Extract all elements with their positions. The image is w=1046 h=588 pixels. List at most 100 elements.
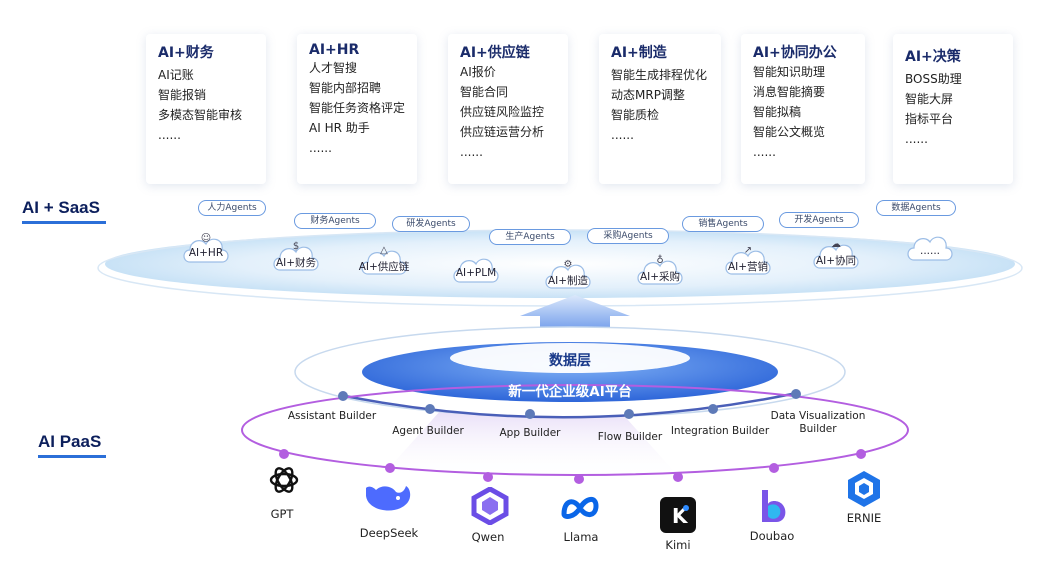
cloud-label: AI+PLM: [455, 267, 497, 279]
builder-dot: [708, 404, 718, 414]
cloud-glyph-icon: $: [292, 241, 300, 252]
cloud-hr: ☺ AI+HR: [180, 232, 232, 263]
paas-label: AI PaaS: [38, 432, 106, 458]
card-item: 智能合同: [460, 85, 509, 99]
platform-subtitle: 新一代企业级AI平台: [508, 384, 632, 400]
builder-agent: Agent Builder: [392, 425, 464, 437]
card-item: 智能任务资格评定: [309, 101, 406, 115]
card-item: AI报价: [460, 65, 496, 79]
card-item: 动态MRP调整: [611, 88, 685, 102]
card-title: AI+财务: [158, 45, 214, 61]
paas-underline: [38, 455, 106, 458]
card-title: AI+协同办公: [753, 45, 837, 61]
card-item: 多模态智能审核: [158, 108, 243, 122]
cloud-supply-chain: △ AI+供应链: [358, 244, 410, 275]
card-item: 智能质检: [611, 108, 660, 122]
cloud-collaboration: ☁ AI+协同: [810, 238, 862, 269]
card-item: 智能公文概览: [753, 125, 826, 139]
tag-hr-agents: 人力Agents: [198, 200, 266, 216]
cloud-label: AI+财务: [275, 257, 317, 269]
cloud-icon: [545, 264, 591, 289]
cloud-icon: [637, 260, 683, 285]
tag-production-agents: 生产Agents: [489, 229, 571, 245]
data-layer-title: 数据层: [549, 353, 591, 369]
builder-dot: [338, 391, 348, 401]
builder-flow: Flow Builder: [597, 431, 663, 443]
paas-label-text: AI PaaS: [38, 432, 102, 451]
saas-label-text: AI + SaaS: [22, 198, 100, 217]
model-doubao: Doubao: [749, 529, 795, 543]
card-decision: AI+决策 BOSS助理 智能大屏 指标平台 ......: [893, 34, 1013, 184]
cloud-glyph-icon: ↗: [743, 245, 753, 256]
deepseek-whale-icon: [366, 486, 411, 511]
model-qwen: Qwen: [471, 530, 505, 544]
tag-rd-agents: 研发Agents: [392, 216, 470, 232]
cloud-icon: [907, 236, 953, 261]
cloud-glyph-icon: ♁: [656, 255, 664, 266]
model-ernie: ERNIE: [846, 511, 882, 525]
model-deepseek: DeepSeek: [359, 526, 419, 540]
card-item: 指标平台: [905, 112, 954, 126]
cloud-label: ......: [919, 245, 941, 257]
cloud-icon: [813, 244, 859, 269]
cloud-finance: $ AI+财务: [270, 240, 322, 271]
kimi-logo-icon: K: [660, 497, 696, 533]
builder-dot: [624, 409, 634, 419]
card-title: AI+供应链: [460, 45, 530, 61]
card-item: 智能内部招聘: [309, 81, 382, 95]
cloud-plm: AI+PLM: [450, 252, 502, 283]
cloud-glyph-icon: △: [380, 245, 388, 256]
cloud-label: AI+供应链: [358, 261, 410, 273]
tag-finance-agents: 财务Agents: [294, 213, 376, 229]
qwen-logo-icon: [471, 487, 509, 525]
model-dot: [673, 472, 683, 482]
card-item: AI HR 助手: [309, 121, 370, 135]
model-gpt: GPT: [270, 507, 294, 521]
cloud-icon: [453, 258, 499, 283]
card-title: AI+决策: [905, 49, 961, 65]
cloud-glyph-icon: ☺: [200, 233, 212, 244]
tag-data-agents: 数据Agents: [876, 200, 956, 216]
card-item: ......: [753, 145, 776, 159]
model-dot: [769, 463, 779, 473]
card-item: 智能知识助理: [753, 65, 826, 79]
card-item: ......: [460, 145, 483, 159]
cloud-label: AI+协同: [815, 255, 857, 267]
card-collaboration: AI+协同办公 智能知识助理 消息智能摘要 智能拟稿 智能公文概览 ......: [741, 34, 865, 184]
cloud-glyph-icon: ⚙: [563, 259, 573, 270]
card-item: 供应链运营分析: [460, 125, 545, 139]
tag-procurement-agents: 采购Agents: [587, 228, 669, 244]
cloud-icon: [273, 246, 319, 271]
cloud-manufacturing: ⚙AI+制造: [542, 258, 594, 289]
card-item: 人才智搜: [309, 61, 358, 75]
doubao-logo-icon: [762, 490, 786, 522]
cloud-label: AI+HR: [188, 247, 224, 259]
meta-logo-icon: [561, 497, 599, 519]
builder-data-visualization: Data Visualization Builder: [770, 410, 866, 435]
model-dot: [279, 449, 289, 459]
card-item: 智能大屏: [905, 92, 954, 106]
builder-assistant: Assistant Builder: [287, 410, 377, 422]
builder-dot: [525, 409, 535, 419]
card-finance: AI+财务 AI记账 智能报销 多模态智能审核 ......: [146, 34, 266, 184]
saas-underline: [22, 221, 106, 224]
builder-dot: [791, 389, 801, 399]
model-dot: [483, 472, 493, 482]
card-title: AI+HR: [309, 42, 360, 58]
cloud-icon: [725, 250, 771, 275]
card-item: ......: [158, 128, 181, 142]
card-item: BOSS助理: [905, 72, 962, 86]
card-item: ......: [309, 141, 332, 155]
model-dot: [574, 474, 584, 484]
tag-dev-agents: 开发Agents: [779, 212, 859, 228]
saas-disk: [105, 230, 1015, 298]
card-manufacturing: AI+制造 智能生成排程优化 动态MRP调整 智能质检 ......: [599, 34, 721, 184]
model-llama: Llama: [563, 530, 599, 544]
builder-app: App Builder: [499, 427, 561, 439]
card-title: AI+制造: [611, 45, 667, 61]
cloud-glyph-icon: ☁: [831, 239, 841, 250]
card-item: ......: [905, 132, 928, 146]
cloud-procurement: ♁AI+采购: [634, 254, 686, 285]
card-item: 智能拟稿: [753, 105, 802, 119]
